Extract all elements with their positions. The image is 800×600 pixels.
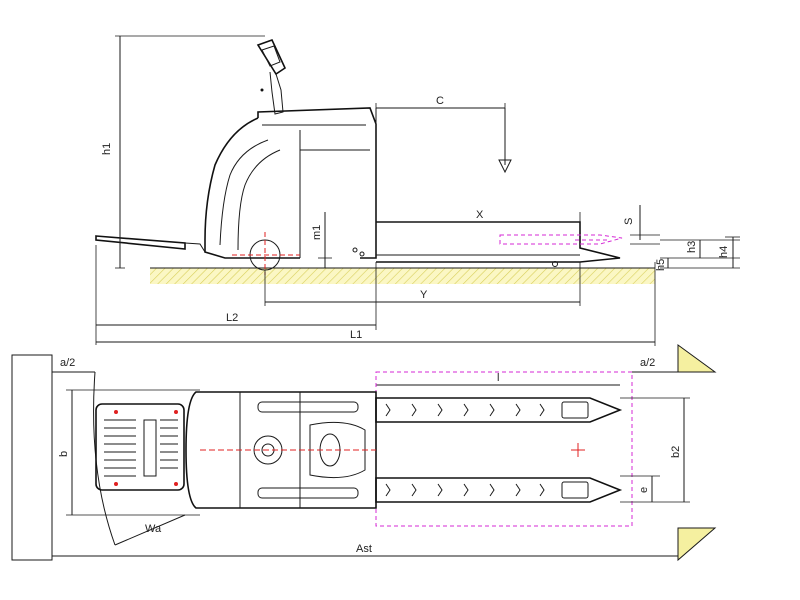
wa-label: Wa xyxy=(145,523,162,535)
y-label: Y xyxy=(420,289,428,301)
x-label: X xyxy=(476,209,484,221)
b-label: b xyxy=(58,451,70,457)
m1-label: m1 xyxy=(311,225,323,240)
load-center-mark xyxy=(571,443,585,457)
truck-body xyxy=(204,107,377,259)
s-label: S xyxy=(623,218,635,225)
h4-label: h4 xyxy=(718,246,730,258)
h1-label: h1 xyxy=(101,143,113,155)
top-view: a/2 a/2 l b b2 e Ast Wa xyxy=(11,344,717,562)
e-label: e xyxy=(638,487,650,493)
ground-hatch xyxy=(150,268,655,284)
platform-top xyxy=(95,403,185,491)
h3-label: h3 xyxy=(686,241,698,253)
b2-label: b2 xyxy=(670,446,682,458)
pallet-outline xyxy=(375,371,633,527)
l-label: l xyxy=(497,372,499,384)
tiller-handle xyxy=(256,39,287,115)
chassis-top xyxy=(185,391,377,509)
l2-label: L2 xyxy=(226,312,238,324)
corner-wedge-bottom xyxy=(677,527,717,562)
raised-fork-outline xyxy=(499,234,623,245)
a2-left-label: a/2 xyxy=(60,357,75,369)
l1-label: L1 xyxy=(350,329,362,341)
side-view: h1 C X S h3 h4 h5 m1 Y xyxy=(95,35,740,346)
h5-label: h5 xyxy=(655,259,667,271)
corner-wedge-top xyxy=(677,344,717,373)
ast-label: Ast xyxy=(356,543,372,555)
pallet-left xyxy=(11,354,53,561)
c-label: C xyxy=(436,95,444,107)
platform xyxy=(95,235,206,253)
a2-right-label: a/2 xyxy=(640,357,655,369)
load-center-arrow xyxy=(498,108,512,174)
forks-top xyxy=(375,397,623,503)
